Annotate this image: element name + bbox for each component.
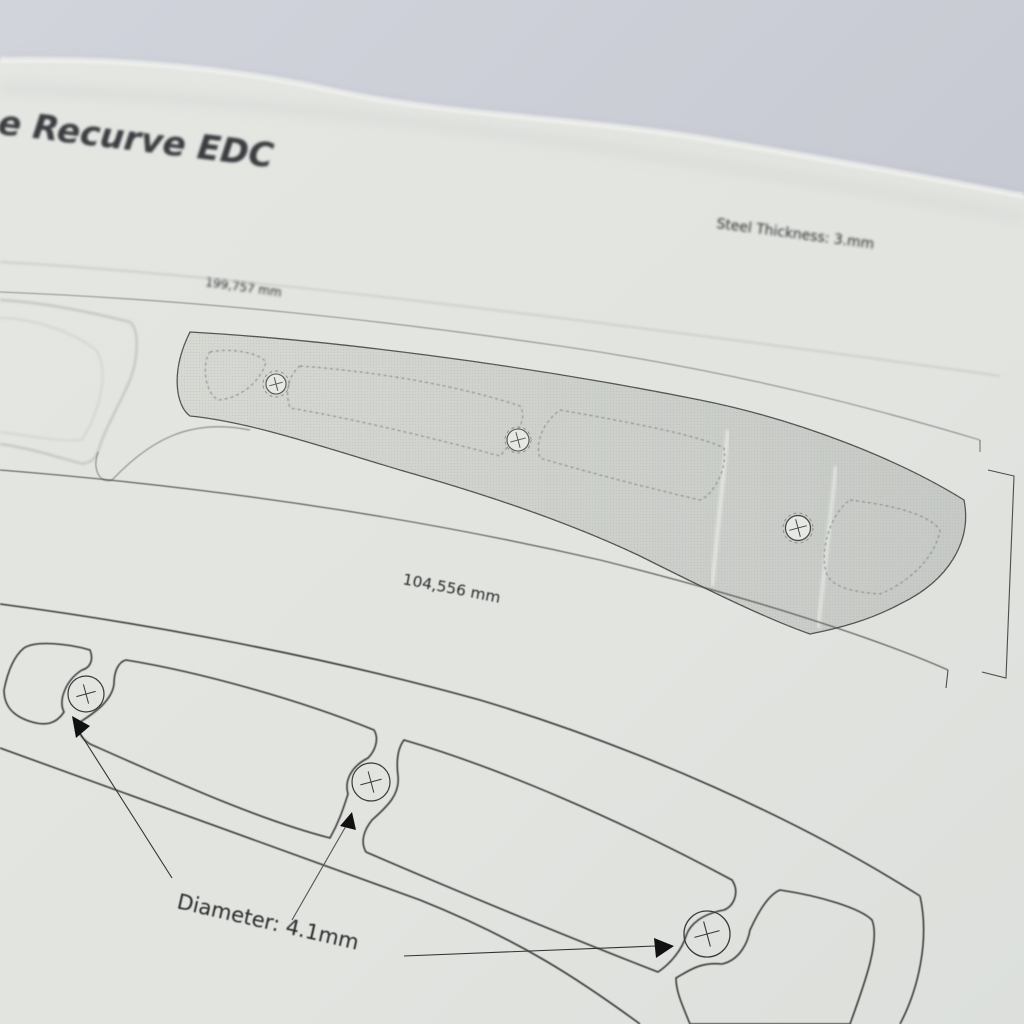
crosshair-icon (694, 921, 720, 947)
handle-pocket-dashed (823, 499, 941, 595)
dimension-tick (945, 669, 949, 689)
choil-outline (95, 426, 251, 482)
screw-hole (351, 762, 391, 802)
screw-hole (67, 675, 105, 713)
crosshair-icon (510, 432, 526, 448)
upper-frame-line (0, 291, 981, 441)
blade-ricasso-outline (0, 299, 138, 465)
crosshair-icon (360, 771, 382, 793)
arrowhead-icon (340, 812, 356, 830)
screw-hole (782, 512, 814, 544)
leader-line (77, 729, 173, 879)
crosshair-icon (76, 684, 96, 704)
template-outer-top (0, 603, 921, 897)
screw-hole (504, 426, 532, 454)
template-outer-bottom (0, 747, 641, 1024)
bottom-handle-template (0, 603, 925, 1024)
paper-curl-shade (0, 83, 1024, 223)
print-streak (816, 465, 838, 629)
handle-dimension-line (0, 469, 949, 671)
screw-hole (683, 910, 731, 958)
leader-line (403, 945, 657, 957)
pocket-cutout (3, 642, 93, 725)
print-streak (710, 429, 730, 587)
pocket-cutout (675, 889, 876, 1024)
overall-dimension-line (0, 261, 1001, 377)
crosshair-icon (789, 519, 807, 537)
paper-edge (0, 56, 1024, 199)
template-outer-end (899, 895, 925, 1024)
arrowhead-icon (72, 716, 90, 738)
screw-hole (262, 370, 290, 398)
blade-bevel-line (0, 317, 104, 441)
leader-line (291, 825, 347, 921)
pocket-cutout (362, 739, 737, 973)
handle-pocket-dashed (287, 365, 524, 457)
handle-pocket-dashed (538, 409, 726, 501)
arrowhead-icon (654, 938, 674, 958)
pocket-cutout (77, 659, 378, 839)
crosshair-icon (269, 377, 283, 391)
handle-halftone (177, 332, 966, 634)
thickness-bracket (981, 469, 1015, 679)
top-knife-drawing: 104,556 mm (0, 291, 1015, 689)
paper-sheet (0, 59, 1024, 1024)
